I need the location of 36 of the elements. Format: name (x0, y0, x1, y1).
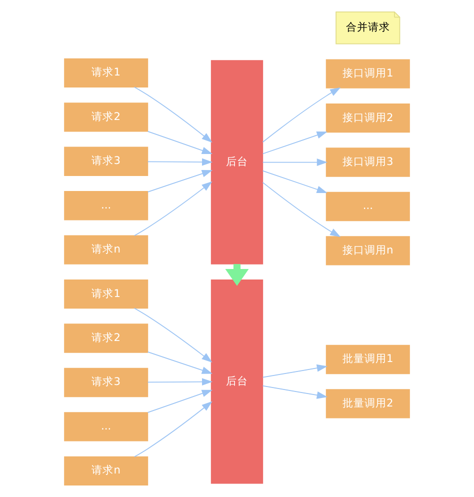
node-box: 接口调用2 (326, 103, 410, 133)
node-box: 请求2 (64, 324, 148, 353)
node-box: ... (64, 191, 148, 220)
arrow (147, 378, 213, 386)
node-box: 接口调用3 (326, 148, 410, 177)
arrow (262, 182, 341, 238)
node-box: 后台 (210, 279, 264, 484)
arrow (147, 352, 213, 374)
node-box: 批量调用1 (326, 344, 410, 374)
node-box: 请求1 (64, 279, 148, 309)
node-box: 请求3 (64, 146, 148, 176)
arrow (147, 158, 213, 166)
arrow (262, 87, 341, 143)
node-box: 接口调用1 (326, 59, 410, 88)
arrow (262, 364, 328, 378)
node-box: 批量调用2 (326, 389, 410, 418)
arrow (134, 86, 212, 143)
node-box: 请求n (64, 235, 148, 264)
node-box: 请求3 (64, 368, 148, 398)
arrow (147, 170, 213, 192)
arrow (262, 158, 328, 166)
node-box: 接口调用n (326, 236, 410, 266)
arrow (262, 170, 328, 194)
arrow (262, 132, 328, 154)
node-box: 请求n (64, 456, 148, 486)
arrow (134, 308, 212, 363)
arrow (147, 390, 213, 413)
node-box: 请求2 (64, 102, 148, 132)
node-box: 后台 (210, 60, 264, 264)
node-box: ... (64, 412, 148, 442)
node-box: 请求1 (64, 58, 148, 88)
arrow (262, 385, 328, 399)
arrow (134, 401, 212, 458)
arrow (147, 131, 213, 154)
node-box: ... (326, 192, 410, 222)
arrow (134, 181, 212, 236)
